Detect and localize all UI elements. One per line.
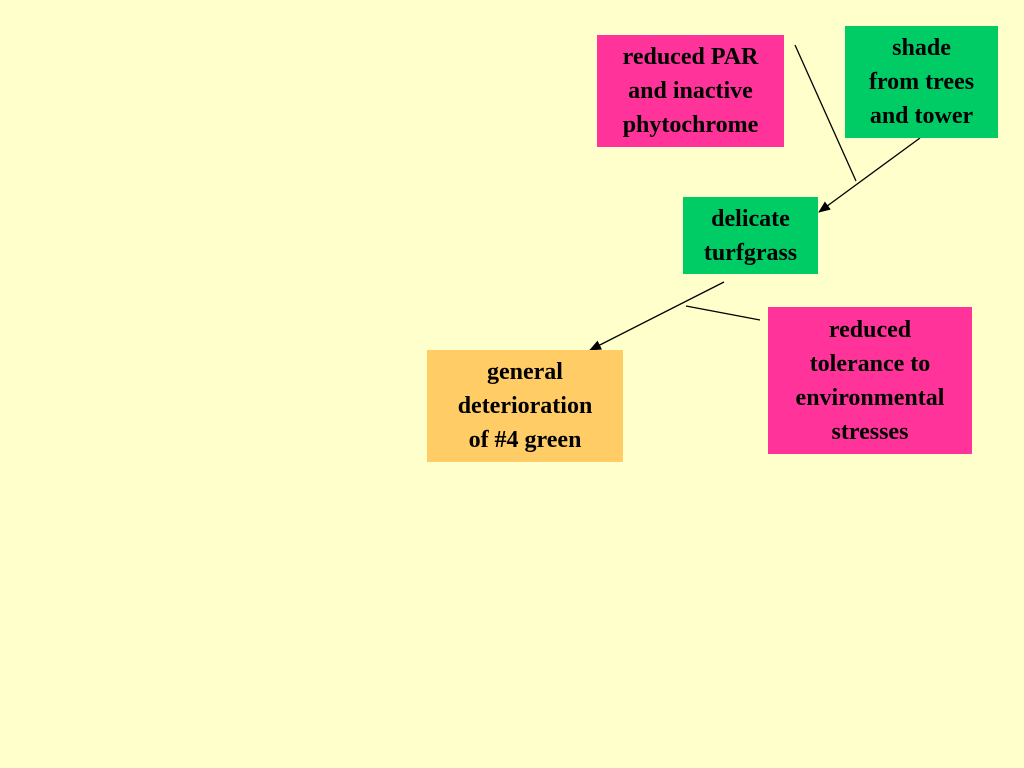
node-reduced-tolerance: reduced tolerance to environmental stres… <box>768 307 972 454</box>
arrow-turfgrass-to-outcome <box>589 281 725 351</box>
node-delicate-turfgrass: delicate turfgrass <box>683 197 818 274</box>
node-reduced-par: reduced PAR and inactive phytochrome <box>597 35 784 147</box>
arrow-shade-to-turfgrass <box>818 137 921 213</box>
line-tolerance-to-arrow <box>685 305 761 321</box>
node-general-deterioration: general deterioration of #4 green <box>427 350 623 462</box>
line-par-to-arrow <box>794 44 857 182</box>
node-shade-from-trees: shade from trees and tower <box>845 26 998 138</box>
